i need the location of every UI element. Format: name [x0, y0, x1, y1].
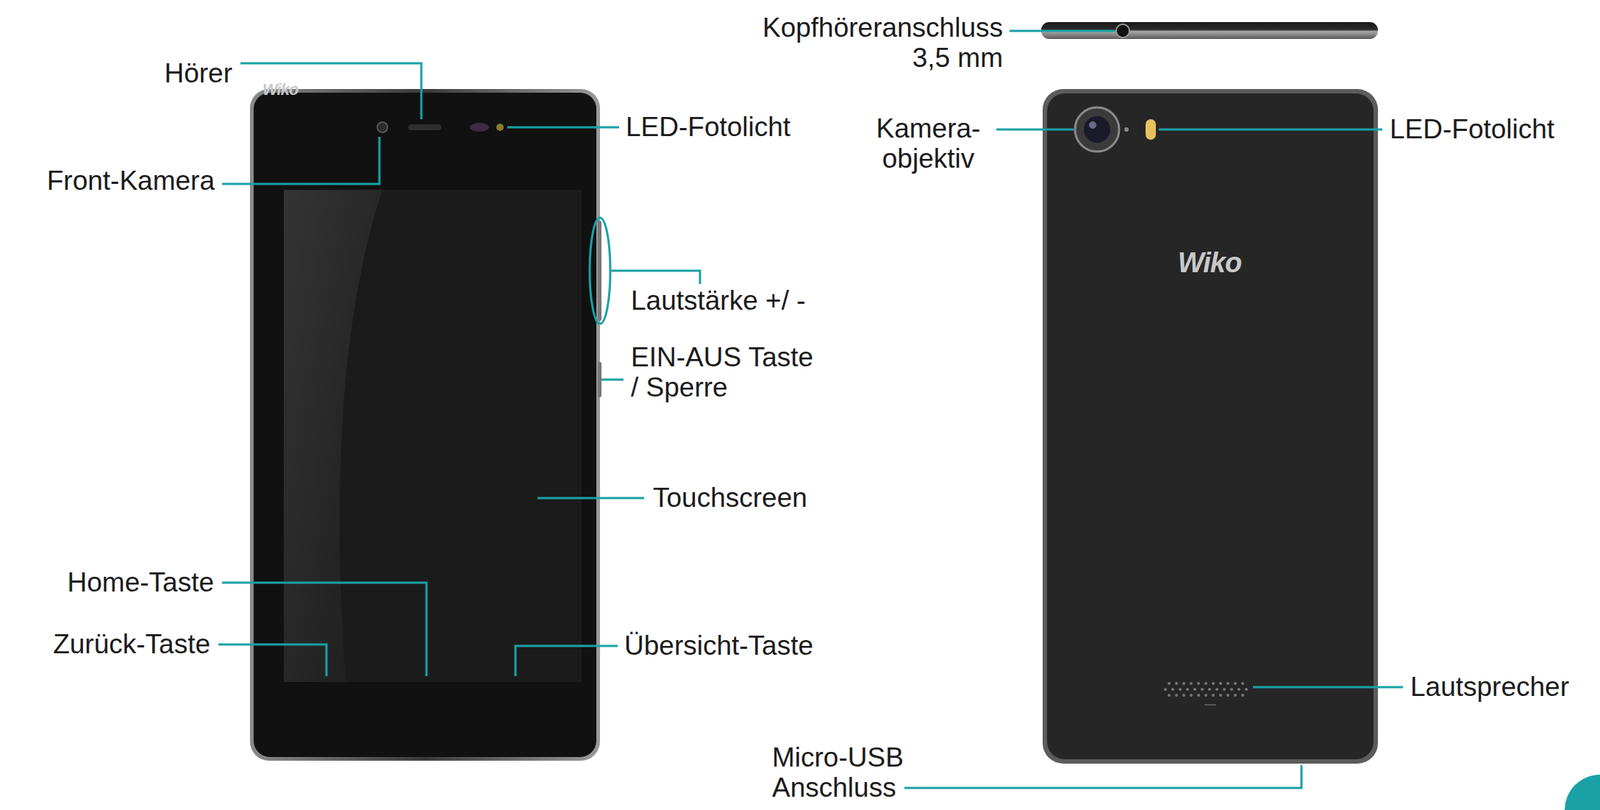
part-label: Kopfhöreranschluss 3,5 mm [759, 13, 1003, 73]
part-label: Lautstärke +/ - [630, 286, 807, 317]
part-label: Übersicht-Taste [624, 630, 815, 662]
part-label: Lautsprecher [1410, 672, 1570, 703]
phone-back [1042, 88, 1378, 764]
part-label: EIN-AUS Taste / Sperre [630, 342, 817, 403]
part-label: Hörer [163, 58, 233, 89]
part-label: Kamera- objektiv [875, 113, 982, 174]
part-label: Micro-USB Anschluss [772, 742, 906, 803]
part-label: LED-Fotolicht [1389, 114, 1556, 145]
leader-lines [218, 30, 1403, 788]
page-badge [1564, 774, 1600, 810]
part-label: Zurück-Taste [52, 629, 211, 660]
part-label: Home-Taste [66, 567, 214, 598]
part-label: Front-Kamera [45, 166, 215, 197]
brand-logo: Wiko [262, 80, 300, 99]
part-label: Touchscreen [652, 483, 809, 514]
part-label: LED-Fotolicht [625, 112, 792, 143]
brand-logo: Wiko [1177, 247, 1242, 279]
